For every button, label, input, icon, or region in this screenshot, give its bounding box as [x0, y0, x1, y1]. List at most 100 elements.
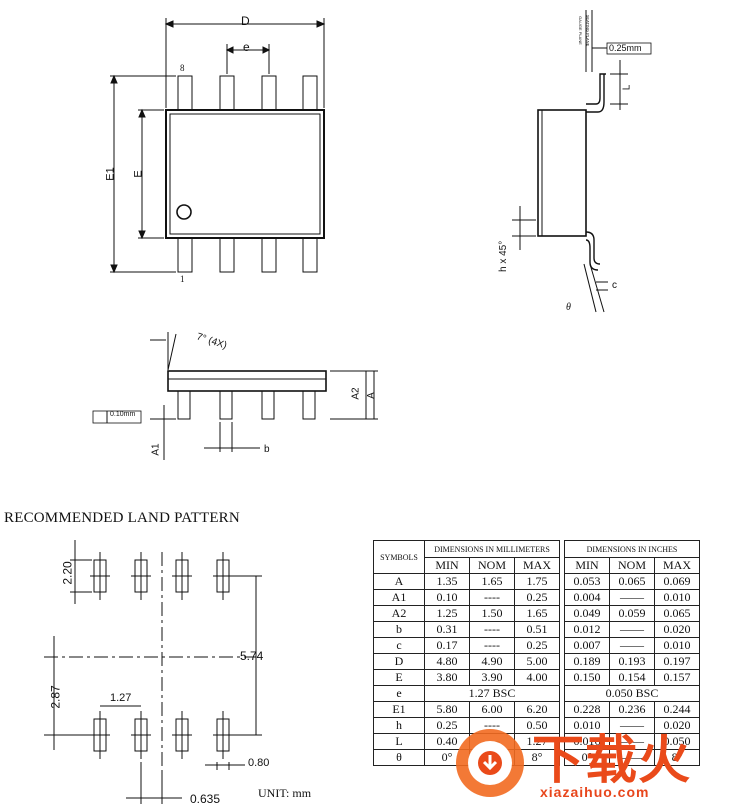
dim-a2-label: A2 — [350, 387, 362, 400]
value-cell: —— — [609, 749, 655, 766]
watermark-chinese: 下载火 — [532, 731, 692, 791]
symbol-cell: D — [373, 653, 425, 670]
value-cell: 0.020 — [654, 621, 700, 638]
value-cell: 3.80 — [424, 669, 470, 686]
value-cell: 0.189 — [564, 653, 610, 670]
mm-header: DIMENSIONS IN MILLIMETERS — [424, 540, 560, 558]
symbol-cell: E1 — [373, 701, 425, 718]
value-cell: 3.90 — [469, 669, 515, 686]
value-cell: 0.012 — [564, 621, 610, 638]
gauge-plane-label: GAUGE PLANE — [577, 16, 583, 45]
column-header: MIN — [424, 557, 470, 574]
symbol-cell: A1 — [373, 589, 425, 606]
value-cell: 1.27 BSC — [424, 685, 560, 702]
value-cell: 1.50 — [469, 605, 515, 622]
dim-127-label: 1.27 — [110, 692, 132, 704]
dim-e-pitch-label: e — [243, 40, 250, 54]
watermark-url: xiazaihuo.com — [540, 784, 650, 800]
value-cell: 5.80 — [424, 701, 470, 718]
value-cell: 0.050 BSC — [564, 685, 700, 702]
symbol-cell: b — [373, 621, 425, 638]
value-cell: 5.00 — [514, 653, 560, 670]
value-cell: 0.150 — [564, 669, 610, 686]
dim-e1-label: E1 — [104, 167, 117, 181]
value-cell: 0.31 — [424, 621, 470, 638]
symbol-cell: h — [373, 717, 425, 734]
value-cell: —— — [609, 589, 655, 606]
watermark-logo — [456, 729, 524, 797]
symbols-header: SYMBOLS — [373, 540, 425, 574]
symbol-cell: c — [373, 637, 425, 654]
value-cell: ---- — [469, 589, 515, 606]
dim-574-label: 5.74 — [240, 649, 264, 663]
gauge-value-label: 0.25mm — [609, 43, 642, 53]
column-header: NOM — [609, 557, 655, 574]
value-cell: —— — [609, 733, 655, 750]
seating-plane-label: SEATING PLANE — [585, 14, 591, 47]
value-cell: 0.157 — [654, 669, 700, 686]
dim-e-label: E — [132, 170, 145, 178]
value-cell: 0.17 — [424, 637, 470, 654]
value-cell: 1.75 — [514, 573, 560, 590]
dim-c-label: c — [612, 280, 617, 291]
value-cell: 4.90 — [469, 653, 515, 670]
value-cell: 0.050 — [654, 733, 700, 750]
value-cell: 0° — [564, 749, 610, 766]
value-cell: —— — [609, 717, 655, 734]
value-cell: 0.193 — [609, 653, 655, 670]
value-cell: 0.053 — [564, 573, 610, 590]
symbol-cell: A — [373, 573, 425, 590]
value-cell: ---- — [469, 717, 515, 734]
value-cell: 0.007 — [564, 637, 610, 654]
pin1-label: 1 — [180, 274, 185, 284]
column-header: NOM — [469, 557, 515, 574]
value-cell: 0.25 — [514, 637, 560, 654]
column-header: MAX — [514, 557, 560, 574]
value-cell: 0.236 — [609, 701, 655, 718]
symbol-cell: θ — [373, 749, 425, 766]
coplanarity-label: 0.10mm — [110, 411, 136, 418]
symbol-cell: e — [373, 685, 425, 702]
value-cell: 6.20 — [514, 701, 560, 718]
value-cell: 0.004 — [564, 589, 610, 606]
value-cell: —— — [609, 621, 655, 638]
value-cell: 1.35 — [424, 573, 470, 590]
value-cell: 1.25 — [424, 605, 470, 622]
dim-0635-label: 0.635 — [190, 792, 221, 806]
value-cell: 8° — [514, 749, 560, 766]
unit-label: UNIT: mm — [258, 786, 312, 800]
value-cell: 0.010 — [654, 589, 700, 606]
column-header: MIN — [564, 557, 610, 574]
symbol-cell: L — [373, 733, 425, 750]
dim-h45-label: h x 45° — [498, 240, 509, 272]
value-cell: 0.197 — [654, 653, 700, 670]
value-cell: 0.010 — [654, 637, 700, 654]
value-cell: 4.00 — [514, 669, 560, 686]
value-cell: 0.25 — [514, 589, 560, 606]
theta-label: θ — [566, 302, 571, 313]
dim-a-label: A — [365, 392, 377, 399]
value-cell: 0.065 — [609, 573, 655, 590]
value-cell: 0.065 — [654, 605, 700, 622]
symbol-cell: E — [373, 669, 425, 686]
pin8-label: 8 — [180, 63, 185, 73]
value-cell: 1.65 — [514, 605, 560, 622]
symbol-cell: A2 — [373, 605, 425, 622]
in-header: DIMENSIONS IN INCHES — [564, 540, 700, 558]
value-cell: 1.27 — [514, 733, 560, 750]
value-cell: —— — [609, 637, 655, 654]
value-cell: 0.10 — [424, 589, 470, 606]
dim-l-label: L — [621, 84, 633, 91]
value-cell: 8° — [654, 749, 700, 766]
